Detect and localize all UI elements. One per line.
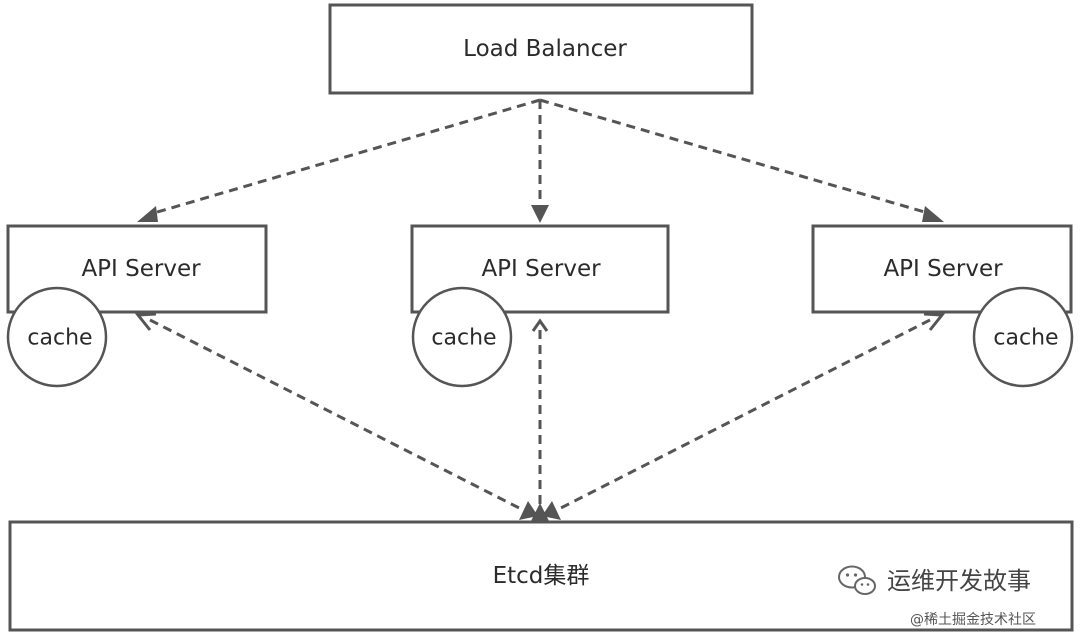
edge-lb-to-api-right [539, 98, 929, 215]
cache-circle-right [972, 286, 1074, 388]
arrowhead-api-right [922, 206, 944, 222]
load-balancer-label: Load Balancer [463, 36, 627, 62]
open-arrowhead-api-left [135, 312, 157, 331]
etcd-cluster-box [8, 520, 1074, 632]
api-server-label-left: API Server [81, 256, 201, 282]
cache-label-center: cache [431, 326, 496, 351]
load-balancer-box [328, 3, 754, 95]
api-server-box-right [811, 224, 1073, 314]
open-arrowhead-api-right [923, 312, 945, 331]
watermark-title: 运维开发故事 [887, 567, 1031, 595]
arrowhead-etcd-left [519, 501, 538, 520]
arrowhead-api-left [137, 206, 158, 222]
cache-circle-left [6, 286, 108, 388]
edge-lb-to-api-left [153, 98, 541, 215]
watermark-source: @稀土掘金技术社区 [910, 612, 1036, 628]
api-server-label-right: API Server [883, 256, 1003, 282]
cache-label-right: cache [993, 326, 1058, 351]
api-server-label-center: API Server [481, 256, 601, 282]
cache-circle-center [411, 286, 513, 388]
edge-api-left-to-etcd [149, 318, 528, 514]
open-arrowhead-api-center [531, 318, 549, 332]
wechat-icon [838, 565, 876, 595]
arrowhead-etcd-right [542, 501, 561, 520]
edge-api-right-to-etcd [552, 318, 931, 514]
etcd-cluster-label: Etcd集群 [493, 563, 590, 589]
arrowhead-api-center [531, 205, 549, 223]
cache-label-left: cache [27, 326, 92, 351]
